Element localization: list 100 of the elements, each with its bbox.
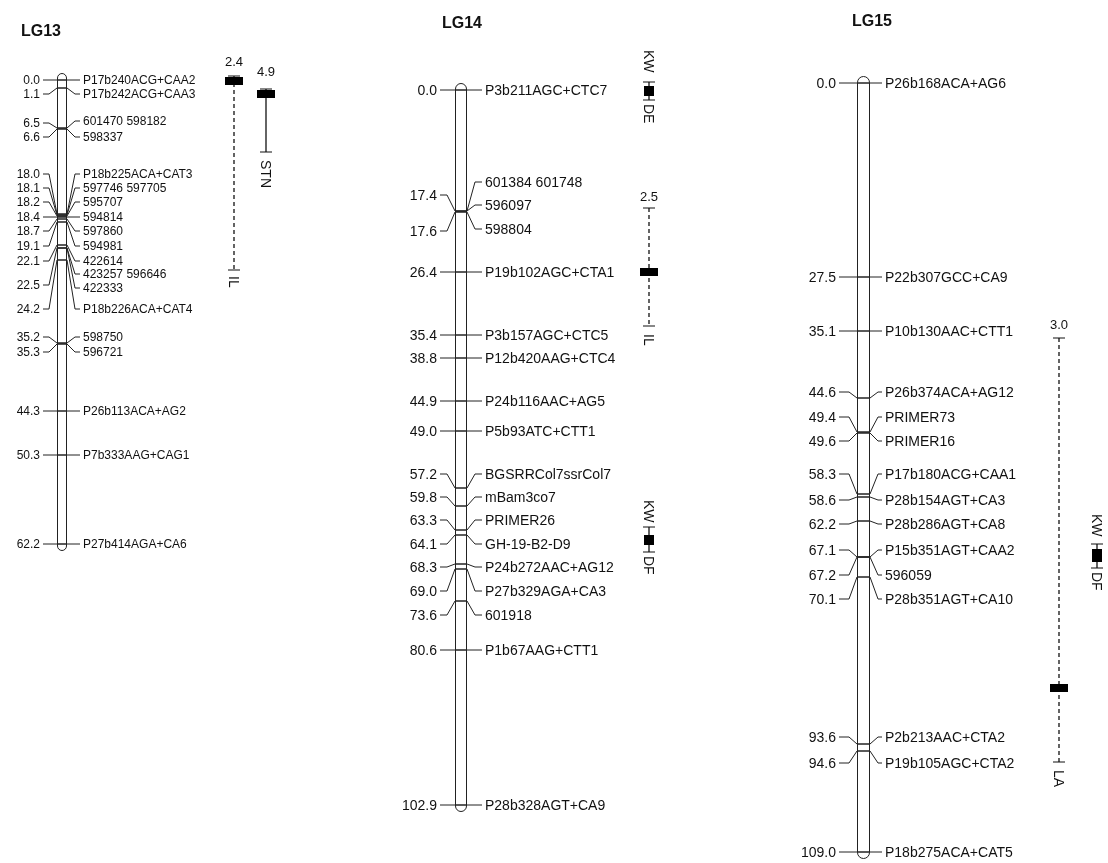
position-label: 62.2 (808, 516, 836, 532)
marker-name: 601384 601748 (485, 174, 583, 190)
marker-name: 594981 (83, 238, 124, 254)
position-label: 67.2 (808, 567, 836, 583)
marker-name: mBam3co7 (485, 489, 556, 505)
position-label: 49.4 (808, 409, 836, 425)
marker-name: 422333 (83, 280, 124, 296)
marker-name: P19b102AGC+CTA1 (485, 264, 615, 280)
marker-name: 597746 597705 (83, 180, 167, 196)
position-label: 80.6 (409, 642, 437, 658)
position-label: 73.6 (409, 607, 437, 623)
position-label: 18.2 (16, 194, 40, 210)
marker-name: P3b157AGC+CTC5 (485, 327, 609, 343)
position-label: 102.9 (401, 797, 437, 813)
marker-name: 596721 (83, 344, 124, 360)
position-label: 64.1 (409, 536, 437, 552)
position-label: 44.6 (808, 384, 836, 400)
trait-label: IL (226, 276, 242, 288)
marker-name: P18b275ACA+CAT5 (885, 844, 1013, 860)
position-label: 67.1 (808, 542, 836, 558)
marker-name: 594814 (83, 209, 124, 225)
marker-name: P26b168ACA+AG6 (885, 75, 1007, 91)
marker-name: P24b272AAC+AG12 (485, 559, 614, 575)
position-label: 6.6 (23, 129, 40, 145)
trait-label: IL (641, 334, 657, 346)
trait-label: DF (641, 556, 657, 575)
trait-label: DE (641, 104, 657, 124)
marker-name: P1b67AAG+CTT1 (485, 642, 599, 658)
trait-label: KW (641, 500, 657, 523)
marker-name: P18b226ACA+CAT4 (83, 301, 193, 317)
trait-label: KW (1089, 514, 1105, 537)
marker-name: P28b154AGT+CA3 (885, 492, 1006, 508)
position-label: 44.9 (409, 393, 437, 409)
position-label: 50.3 (16, 447, 40, 463)
marker-name: P28b286AGT+CA8 (885, 516, 1006, 532)
position-label: 109.0 (800, 844, 836, 860)
marker-name: P10b130AAC+CTT1 (885, 323, 1014, 339)
marker-name: P19b105AGC+CTA2 (885, 755, 1015, 771)
position-label: 69.0 (409, 583, 437, 599)
marker-name: 596097 (485, 197, 532, 213)
position-label: 68.3 (409, 559, 437, 575)
marker-name: P3b211AGC+CTC7 (485, 82, 608, 98)
position-label: 1.1 (23, 86, 40, 102)
position-label: 18.7 (16, 223, 40, 239)
marker-name: 601470 598182 (83, 113, 167, 129)
position-label: 93.6 (808, 729, 836, 745)
trait-label: STN (258, 160, 274, 188)
lod-value: 4.9 (256, 65, 276, 79)
position-label: 24.2 (16, 301, 40, 317)
marker-name: P28b328AGT+CA9 (485, 797, 606, 813)
position-label: 18.1 (16, 180, 40, 196)
position-label: 35.1 (808, 323, 836, 339)
marker-name: 601918 (485, 607, 532, 623)
lod-value: 2.4 (224, 55, 244, 69)
marker-name: 596059 (885, 567, 932, 583)
marker-name: P17b180ACG+CAA1 (885, 466, 1017, 482)
position-label: 70.1 (808, 591, 836, 607)
marker-name: PRIMER16 (885, 433, 956, 449)
marker-name: GH-19-B2-D9 (485, 536, 571, 552)
marker-name: 598337 (83, 129, 124, 145)
position-label: 0.0 (417, 82, 437, 98)
position-label: 0.0 (23, 72, 40, 88)
position-label: 22.5 (16, 277, 40, 293)
marker-name: P2b213AAC+CTA2 (885, 729, 1005, 745)
marker-name: BGSRRCol7ssrCol7 (485, 466, 612, 482)
marker-name: 423257 596646 (83, 266, 167, 282)
marker-name: 597860 (83, 223, 124, 239)
marker-name: PRIMER73 (885, 409, 956, 425)
marker-name: 595707 (83, 194, 124, 210)
marker-name: P26b113ACA+AG2 (83, 403, 186, 419)
marker-name: P17b242ACG+CAA3 (83, 86, 196, 102)
position-label: 17.6 (409, 223, 437, 239)
position-label: 49.6 (808, 433, 836, 449)
position-label: 62.2 (16, 536, 40, 552)
position-label: 35.4 (409, 327, 437, 343)
position-label: 94.6 (808, 755, 836, 771)
position-label: 27.5 (808, 269, 836, 285)
marker-name: P28b351AGT+CA10 (885, 591, 1014, 607)
position-label: 63.3 (409, 512, 437, 528)
marker-name: P15b351AGT+CAA2 (885, 542, 1015, 558)
position-label: 58.3 (808, 466, 836, 482)
position-label: 18.4 (16, 209, 40, 225)
position-label: 6.5 (23, 115, 40, 131)
position-label: 19.1 (16, 238, 40, 254)
position-label: 38.8 (409, 350, 437, 366)
position-label: 44.3 (16, 403, 40, 419)
lod-value: 2.5 (639, 190, 659, 204)
marker-name: 422614 (83, 253, 124, 269)
position-label: 17.4 (409, 187, 437, 203)
position-label: 59.8 (409, 489, 437, 505)
lod-value: 3.0 (1049, 318, 1069, 332)
trait-label: DF (1089, 572, 1105, 591)
marker-name: P27b329AGA+CA3 (485, 583, 607, 599)
marker-name: P7b333AAG+CAG1 (83, 447, 190, 463)
position-label: 26.4 (409, 264, 437, 280)
linkage-group-title: LG15 (852, 12, 892, 30)
marker-name: P12b420AAG+CTC4 (485, 350, 616, 366)
position-label: 58.6 (808, 492, 836, 508)
linkage-group-title: LG14 (442, 14, 482, 32)
trait-label: KW (641, 50, 657, 73)
